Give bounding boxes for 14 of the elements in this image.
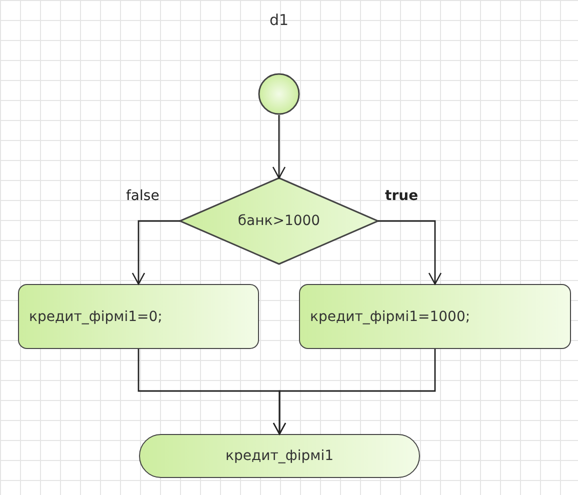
arrow (272, 349, 436, 435)
edge-label: false (126, 188, 160, 204)
process-box (18, 284, 259, 349)
terminal-box (139, 434, 420, 478)
arrow (378, 220, 442, 285)
edge-label: true (385, 188, 418, 204)
process-box (299, 284, 571, 349)
node-label: кредит_фірмі1=0; (29, 308, 162, 324)
arrow (272, 115, 286, 179)
node-label: банк>1000 (238, 213, 320, 229)
node-label: кредит_фірмі1 (226, 448, 334, 464)
node-caption: d1 (269, 11, 289, 29)
node-label: кредит_фірмі1=1000; (310, 308, 470, 324)
arrow (132, 220, 180, 285)
